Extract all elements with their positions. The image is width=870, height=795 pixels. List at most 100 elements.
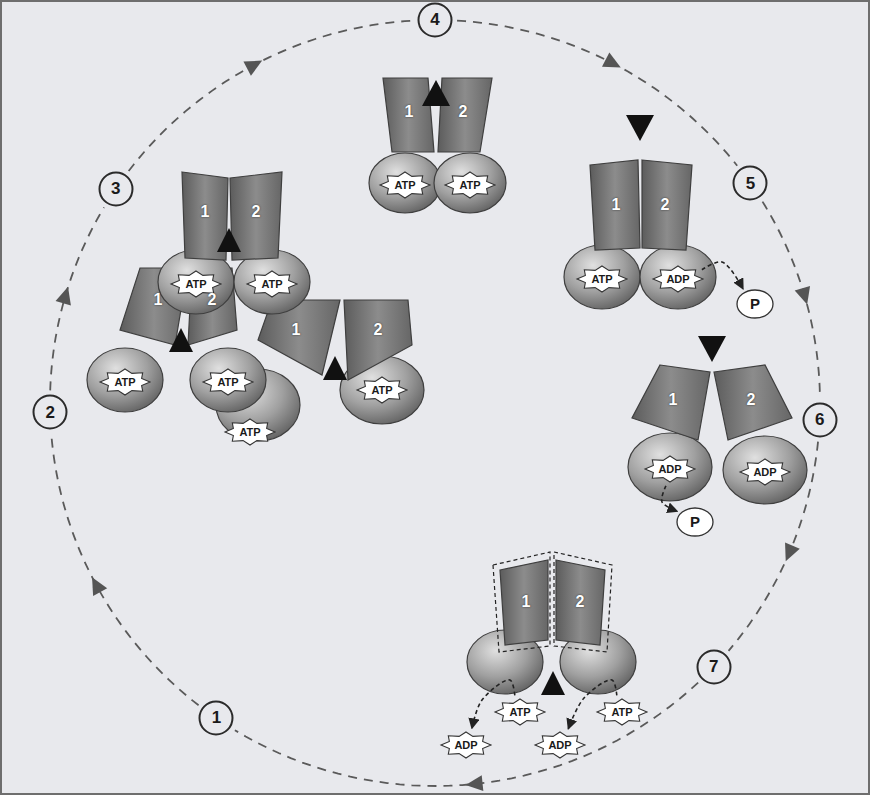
node-text: ATP xyxy=(217,376,238,389)
domain-number: 2 xyxy=(374,321,383,339)
tmd-domain xyxy=(714,365,792,440)
node-text: ADP xyxy=(548,739,571,752)
domain-number: 2 xyxy=(661,196,670,214)
star-outline xyxy=(653,266,703,292)
nbd-domain xyxy=(628,433,712,501)
domain-number: 1 xyxy=(292,321,301,339)
node-text: ADP xyxy=(753,466,776,479)
cycle-arrow xyxy=(129,21,413,171)
cycle-arrow xyxy=(235,683,698,792)
node-text: P xyxy=(690,513,700,530)
callout-circle xyxy=(734,167,767,200)
tmd-domain xyxy=(344,300,412,380)
nbd-domain xyxy=(87,348,163,412)
transporter-state xyxy=(369,78,506,213)
phosphate-circle: P xyxy=(736,289,774,319)
tmd-domain xyxy=(642,160,692,250)
arrow-head xyxy=(243,61,262,76)
nucleotide-star: ATP xyxy=(224,418,276,446)
nbd-domain xyxy=(369,153,441,213)
substrate-triangle xyxy=(626,115,654,141)
callout-number: 4 xyxy=(417,2,453,38)
nbd-domain xyxy=(190,348,266,412)
substrate-triangle xyxy=(217,228,241,252)
arrow-head xyxy=(56,287,71,306)
substrate-triangle xyxy=(323,356,347,380)
nucleotide-star: ATP xyxy=(379,171,431,199)
callout-circle xyxy=(34,396,67,429)
node-text: 7 xyxy=(709,657,718,677)
star-outline xyxy=(740,459,790,485)
node-text: ADP xyxy=(658,463,681,476)
domain-number: 1 xyxy=(154,291,163,309)
arrow-head xyxy=(602,52,621,67)
node-text: ATP xyxy=(459,179,480,192)
domain-number: 1 xyxy=(201,203,210,221)
callout-circle xyxy=(803,403,836,436)
callout-circle xyxy=(697,651,730,684)
arrow-head xyxy=(785,542,800,561)
star-outline xyxy=(247,271,297,297)
cycle-arrow xyxy=(729,442,818,651)
callout-number: 5 xyxy=(732,165,768,201)
nbd-domain xyxy=(564,245,640,309)
transporter-state xyxy=(564,115,716,309)
node-text: 2 xyxy=(45,403,54,423)
substrate-triangle xyxy=(541,671,565,695)
nucleotide-star: ATP xyxy=(246,270,298,298)
domain-number: 1 xyxy=(405,103,414,121)
domain-number: 2 xyxy=(747,391,756,409)
transporter-state xyxy=(158,172,310,314)
star-outline xyxy=(495,699,545,725)
callout-number: 3 xyxy=(98,171,134,207)
star-outline xyxy=(535,732,585,758)
phosphate-outline xyxy=(737,290,773,318)
cycle-arrow xyxy=(50,207,104,390)
phosphate-outline xyxy=(677,508,713,536)
cycle-path xyxy=(129,21,413,171)
tmd-domain xyxy=(383,78,434,152)
nucleotide-star: ATP xyxy=(202,368,254,396)
callout-circle xyxy=(99,172,132,205)
node-text: ATP xyxy=(239,426,260,439)
cycle-path xyxy=(51,434,198,705)
nucleotide-star: ATP xyxy=(99,368,151,396)
star-outline xyxy=(577,266,627,292)
release-arrow xyxy=(702,262,743,289)
cycle-arrow xyxy=(457,21,737,166)
nucleotide-star: ADP xyxy=(739,458,791,486)
node-text: ATP xyxy=(114,376,135,389)
arrow-head xyxy=(795,286,810,305)
nbd-domain xyxy=(434,153,506,213)
cycle-path xyxy=(457,21,737,166)
callout-number: 2 xyxy=(32,394,68,430)
node-text: ADP xyxy=(666,273,689,286)
tmd-domain xyxy=(590,160,640,250)
arrow-head xyxy=(92,577,107,596)
movement-outline xyxy=(493,552,550,652)
node-text: ATP xyxy=(185,278,206,291)
substrate-triangle xyxy=(698,336,726,362)
node-text: ATP xyxy=(371,384,392,397)
node-text: ATP xyxy=(509,706,530,719)
nucleotide-star: ADP xyxy=(440,731,492,759)
cycle-path xyxy=(50,207,104,390)
domain-number: 2 xyxy=(459,103,468,121)
domain-number: 2 xyxy=(208,291,217,309)
transporter-state xyxy=(467,552,636,695)
nucleotide-star: ATP xyxy=(576,265,628,293)
callout-circle xyxy=(419,4,452,37)
star-outline xyxy=(441,732,491,758)
node-text: 3 xyxy=(111,179,120,199)
callout-number: 6 xyxy=(802,402,838,438)
movement-outline xyxy=(554,552,612,652)
callout-number: 7 xyxy=(696,649,732,685)
star-outline xyxy=(100,369,150,395)
tmd-domain xyxy=(500,560,548,645)
nucleotide-star: ADP xyxy=(534,731,586,759)
nucleotide-star: ATP xyxy=(596,698,648,726)
tmd-domain xyxy=(556,560,605,645)
cycle-path xyxy=(729,442,818,651)
